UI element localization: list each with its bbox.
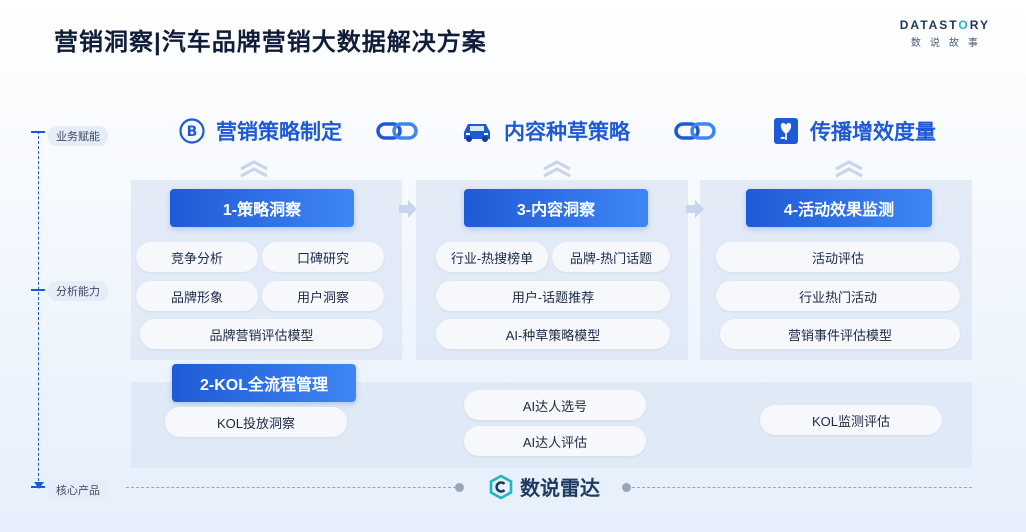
link-icon bbox=[376, 122, 418, 140]
axis-tick bbox=[31, 131, 45, 133]
axis-label-business: 业务赋能 bbox=[48, 126, 108, 146]
column-heading-label: 内容种草策略 bbox=[504, 121, 630, 144]
axis-label-product: 核心产品 bbox=[48, 480, 108, 500]
logo-text-part: O bbox=[958, 18, 970, 32]
capability-pill: 口碑研究 bbox=[262, 242, 384, 272]
capability-pill: 竞争分析 bbox=[136, 242, 258, 272]
chevron-up-icon bbox=[543, 160, 571, 178]
capability-pill: 营销事件评估模型 bbox=[720, 319, 960, 349]
divider-dot bbox=[455, 483, 464, 492]
core-product: 数说雷达 bbox=[488, 472, 600, 501]
bitcoin-shield-icon: B bbox=[178, 117, 206, 145]
heart-flower-icon bbox=[772, 117, 800, 145]
capability-pill: 行业热门活动 bbox=[716, 281, 960, 311]
capability-pill: 品牌营销评估模型 bbox=[140, 319, 383, 349]
capability-pill: 用户洞察 bbox=[262, 281, 384, 311]
capability-pill: AI达人选号 bbox=[464, 390, 646, 420]
column-heading-spread: 传播增效度量 bbox=[772, 116, 936, 146]
arrow-right-icon bbox=[686, 200, 704, 218]
column-heading-label: 营销策略制定 bbox=[216, 121, 342, 144]
capability-pill: 品牌-热门话题 bbox=[552, 242, 670, 272]
radar-logo-icon bbox=[489, 474, 513, 499]
arrow-right-icon bbox=[399, 200, 417, 218]
column-heading-content: 内容种草策略 bbox=[460, 116, 630, 146]
page-title: 营销洞察|汽车品牌营销大数据解决方案 bbox=[54, 29, 487, 56]
column-heading-strategy: B 营销策略制定 bbox=[178, 116, 342, 146]
divider-line bbox=[632, 487, 972, 488]
divider-dot bbox=[622, 483, 631, 492]
section-title-activity-monitor: 4-活动效果监测 bbox=[746, 189, 932, 227]
capability-pill: 活动评估 bbox=[716, 242, 960, 272]
capability-pill: AI达人评估 bbox=[464, 426, 646, 456]
link-icon bbox=[674, 122, 716, 140]
capability-pill: 用户-话题推荐 bbox=[436, 281, 670, 311]
car-icon bbox=[460, 117, 494, 145]
divider-line bbox=[126, 487, 456, 488]
capability-pill: KOL监测评估 bbox=[760, 405, 942, 435]
axis-label-analysis: 分析能力 bbox=[48, 281, 108, 301]
logo-subtitle: 数说故事 bbox=[910, 38, 987, 49]
capability-pill: KOL投放洞察 bbox=[165, 407, 347, 437]
section-title-strategy-insight: 1-策略洞察 bbox=[170, 189, 354, 227]
brand-logo: DATASTORY 数说故事 bbox=[900, 18, 990, 49]
capability-pill: AI-种草策略模型 bbox=[436, 319, 670, 349]
core-product-name: 数说雷达 bbox=[520, 478, 600, 500]
column-heading-label: 传播增效度量 bbox=[810, 121, 936, 144]
axis-line bbox=[38, 131, 39, 486]
axis-arrow-icon bbox=[34, 482, 44, 489]
chevron-up-icon bbox=[835, 160, 863, 178]
axis-tick bbox=[31, 289, 45, 291]
capability-pill: 品牌形象 bbox=[136, 281, 258, 311]
section-title-kol-management: 2-KOL全流程管理 bbox=[172, 364, 356, 402]
logo-text-part: DATAST bbox=[899, 18, 959, 32]
section-title-content-insight: 3-内容洞察 bbox=[464, 189, 648, 227]
chevron-up-icon bbox=[240, 160, 268, 178]
logo-text-part: RY bbox=[969, 18, 990, 32]
svg-text:B: B bbox=[187, 124, 198, 140]
capability-pill: 行业-热搜榜单 bbox=[436, 242, 548, 272]
